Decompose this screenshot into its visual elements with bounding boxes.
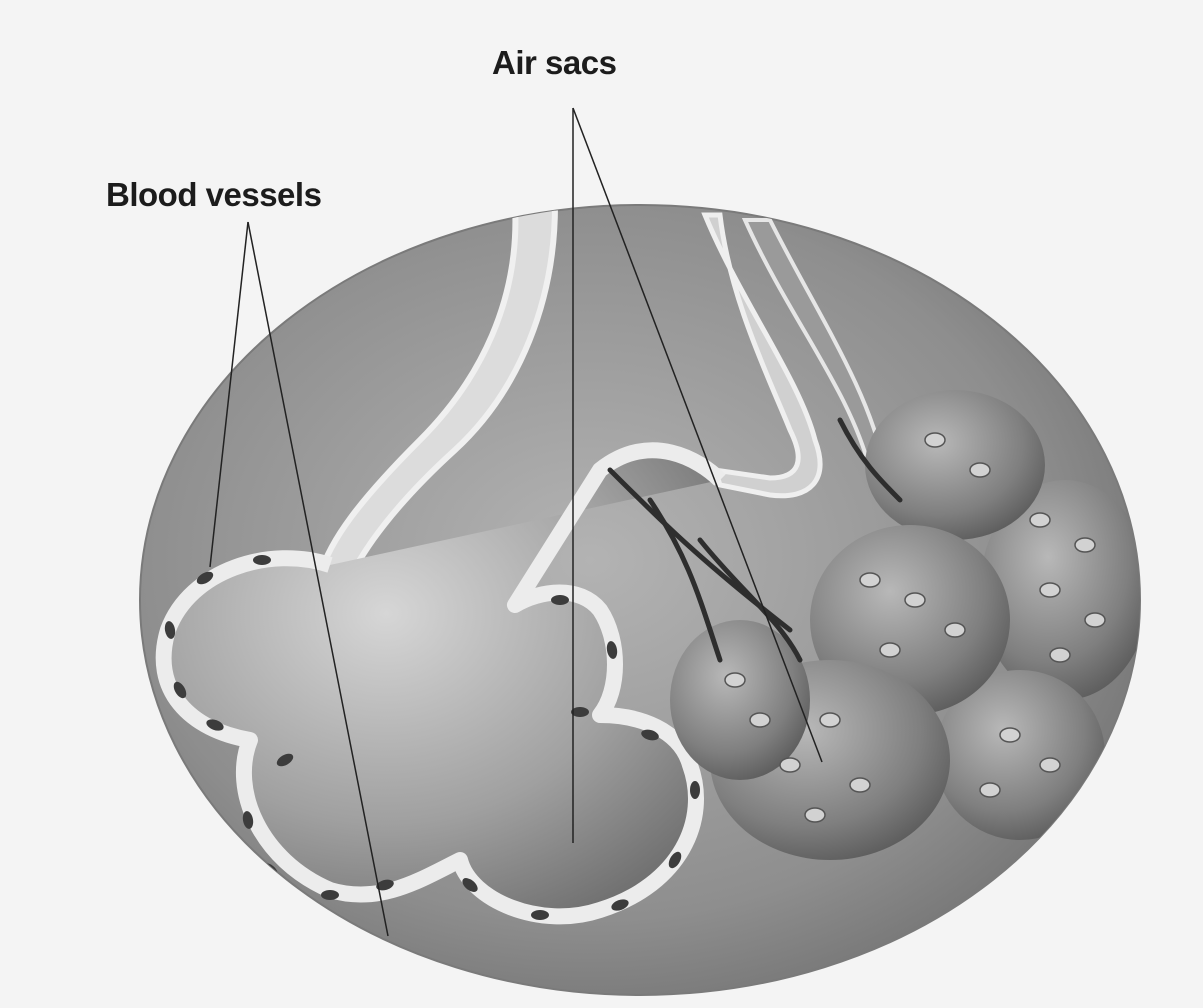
- blood-vessels-label: Blood vessels: [106, 176, 321, 214]
- air-sacs-label: Air sacs: [492, 44, 616, 82]
